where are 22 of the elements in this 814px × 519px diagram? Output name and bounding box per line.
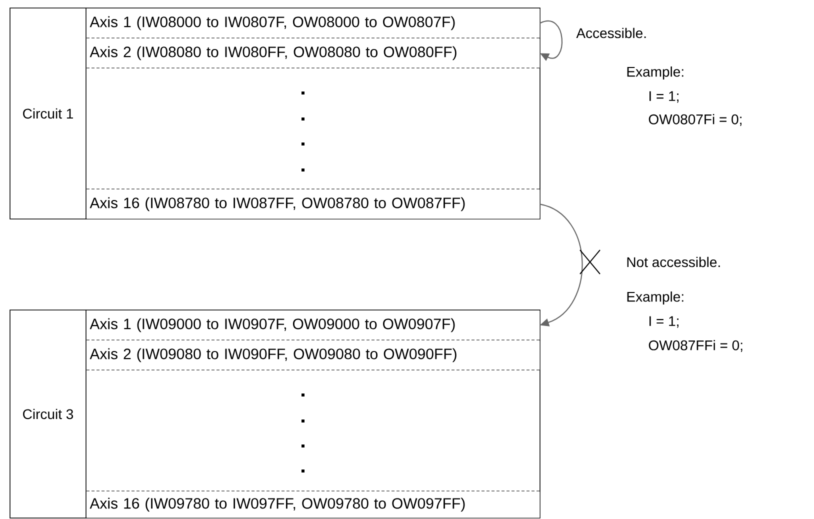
node-label: Axis 1 (IW09000 to IW0907F, OW09000 to OW0907F) — [90, 318, 455, 332]
code-example: Example: — [627, 66, 684, 80]
axis-row: Axis 16 (IW08780 to IW087FF, OW08780 to OW087FF) — [86, 190, 540, 219]
code-example: OW087FFi = 0; — [648, 340, 742, 352]
axis-row: Axis 2 (IW09080 to IW090FF, OW09080 to OW090FF) — [86, 340, 540, 370]
arrow — [540, 204, 583, 326]
code-example: OW0807Fi = 0; — [648, 114, 742, 126]
node-label: Axis 2 (IW08080 to IW080FF, OW08080 to OW080FF) — [90, 46, 456, 60]
node-label: Axis 1 (IW08000 to IW0807F, OW08000 to OW0807F) — [90, 16, 455, 30]
axis-row: Axis 1 (IW09000 to IW0907F, OW09000 to OW0907F) — [86, 310, 540, 340]
axis-row: Axis 16 (IW09780 to IW097FF, OW09780 to OW097FF) — [86, 492, 540, 518]
code-example: I = 1; — [649, 91, 678, 103]
code-example: I = 1; — [649, 316, 678, 328]
node-label: Axis 16 (IW09780 to IW097FF, OW09780 to OW097FF) — [90, 498, 465, 512]
axis-row: Axis 1 (IW08000 to IW0807F, OW08000 to OW0807F) — [86, 8, 540, 38]
axis-row: Axis 2 (IW08080 to IW080FF, OW08080 to OW080FF) — [86, 38, 540, 68]
arrow — [540, 20, 562, 61]
node-label: Axis 2 (IW09080 to IW090FF, OW09080 to OW090FF) — [90, 348, 456, 362]
node-label: Axis 16 (IW08780 to IW087FF, OW08780 to OW087FF) — [90, 197, 465, 212]
code-example: Example: — [627, 291, 684, 305]
edge-label: Accessible. — [576, 28, 646, 38]
edge-label: Not accessible. — [627, 256, 720, 268]
